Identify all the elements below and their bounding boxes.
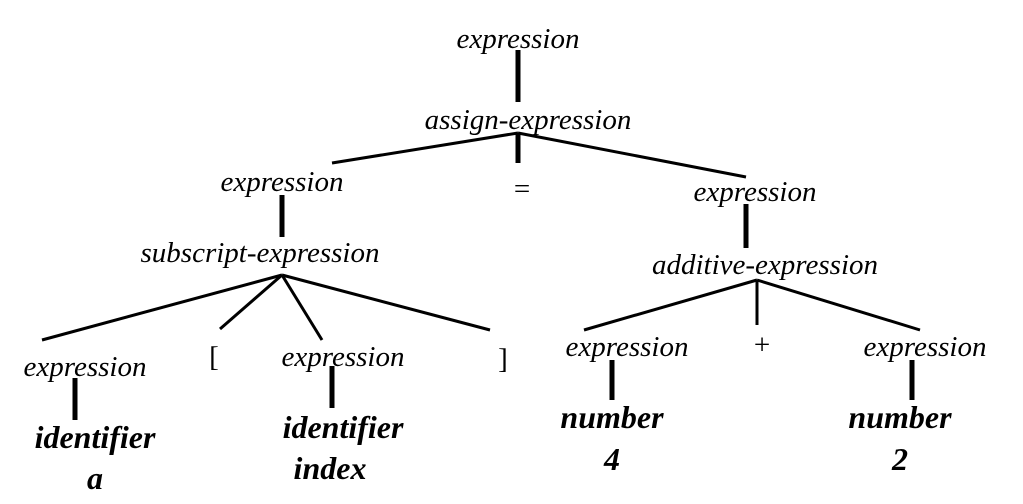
node-additive-expression: additive-expression [652,249,878,281]
edge-additive-expr-2 [756,278,921,332]
edge-additive-expr-4 [583,278,758,332]
edge-assign-right [517,131,747,179]
leaf-number-4-type: number [560,399,664,435]
leaf-identifier-index-value: index [294,450,367,486]
leaf-number-2-value: 2 [891,441,908,477]
node-addend-right-expression: expression [864,331,987,363]
node-root-expression: expression [457,23,580,55]
edge-subscript-lbracket [219,273,283,331]
node-right-bracket: ] [498,343,508,375]
leaf-identifier-index-type: identifier [283,409,404,445]
leaf-identifier-a-value: a [87,460,103,496]
node-right-expression: expression [694,176,817,208]
node-equals: = [514,173,530,205]
node-left-expression: expression [221,166,344,198]
tree-leaves: identifier a identifier index number 4 n… [35,399,953,496]
tree-nodes: expression assign-expression expression … [24,23,987,383]
edge-subscript-expr-index [280,274,324,341]
edge-subscript-rbracket [281,273,491,332]
tree-edges [41,50,921,420]
edge-assign-left [331,131,519,165]
leaf-number-2-type: number [848,399,952,435]
node-subscript-expression: subscript-expression [141,237,380,269]
leaf-number-4-value: 4 [603,441,620,477]
node-assign-expression: assign-expression [425,104,632,136]
node-left-bracket: [ [209,341,219,373]
node-addend-left-expression: expression [566,331,689,363]
edge-subscript-expr-a [41,273,283,342]
node-index-expression: expression [282,341,405,373]
node-subscript-child-expression: expression [24,351,147,383]
leaf-identifier-a-type: identifier [35,419,156,455]
node-plus: + [754,329,770,361]
